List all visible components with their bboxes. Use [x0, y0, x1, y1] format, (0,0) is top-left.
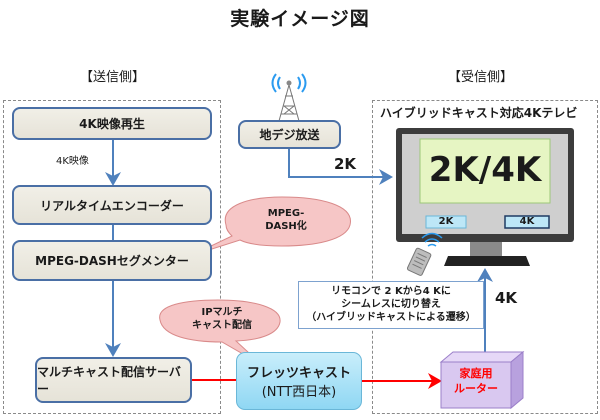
step-label: リアルタイムエンコーダー [40, 198, 184, 213]
flets-provider: (NTT西日本) [261, 385, 337, 400]
step-mpeg-dash-segmenter: MPEG-DASHセグメンター [12, 240, 212, 281]
note-line: リモコンで 2 Kから4 Kに [331, 286, 451, 297]
note-line: （ハイブリッドキャストによる遷移） [306, 312, 476, 323]
sender-group [3, 100, 221, 414]
note-line: シームレスに切り替え [341, 299, 441, 310]
bubble-line: キャスト配信 [192, 320, 252, 331]
router-shape [439, 350, 525, 410]
router-line: 家庭用 [459, 367, 493, 380]
terrestrial-broadcast-box: 地デジ放送 [238, 120, 341, 149]
tv-button-4k-shape [504, 215, 550, 229]
receiver-label: 【受信側】 [448, 70, 514, 85]
step-label: 4K映像再生 [79, 117, 145, 131]
broadcast-label: 地デジ放送 [259, 128, 320, 142]
bubble-dash: MPEG- DASH化 [256, 207, 316, 233]
flets-name: フレッツキャスト [246, 366, 351, 381]
tv-title: ハイブリッドキャスト対応4Kテレビ [380, 106, 578, 120]
step-multicast-server: マルチキャスト配信サーバー [35, 357, 192, 403]
flets-cast-box: フレッツキャスト (NTT西日本) [236, 352, 362, 410]
step-realtime-encoder: リアルタイムエンコーダー [12, 185, 212, 225]
tv-button-2k[interactable]: 2K [438, 216, 454, 227]
remote-control-icon [406, 247, 432, 276]
arrow-broadcast-to-tv [288, 148, 393, 185]
bubble-line: DASH化 [265, 221, 307, 232]
tv-button-2k-shape [425, 215, 467, 229]
bubble-line: IPマルチ [201, 307, 243, 318]
edge-label-4k: 4K [495, 289, 518, 307]
router-line: ルーター [454, 382, 498, 395]
diagram-title: 実験イメージ図 [230, 8, 370, 30]
receiver-group [372, 100, 598, 414]
edge-label-2k: 2K [334, 155, 357, 173]
step-label: MPEG-DASHセグメンター [35, 254, 189, 268]
sender-label: 【送信側】 [80, 70, 146, 85]
remote-note-box: リモコンで 2 Kから4 Kに シームレスに切り替え （ハイブリッドキャストによ… [298, 281, 484, 329]
step-label: マルチキャスト配信サーバー [37, 365, 181, 396]
bubble-dash-shape [189, 196, 351, 257]
tv-screen-text: 2K/4K [428, 150, 542, 190]
tv-icon [396, 128, 574, 266]
bubble-multicast-shape [159, 299, 281, 366]
home-router: 家庭用 ルーター [441, 366, 511, 396]
bubble-multicast: IPマルチ キャスト配信 [182, 306, 262, 332]
antenna-icon [271, 73, 307, 122]
remote-signal-icon [421, 232, 443, 247]
bubble-line: MPEG- [267, 208, 305, 219]
step-4k-playback: 4K映像再生 [12, 107, 212, 140]
edge-label-4k-video: 4K映像 [56, 156, 89, 167]
tv-button-4k[interactable]: 4K [519, 216, 535, 227]
